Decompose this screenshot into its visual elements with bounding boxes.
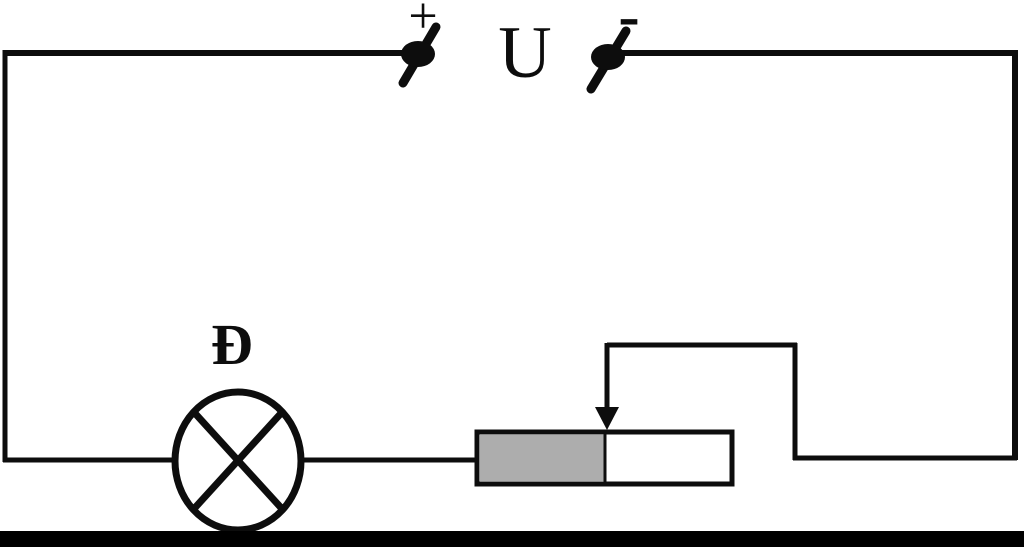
- positive-terminal-label: +: [408, 0, 438, 45]
- lamp-label: Đ: [211, 312, 253, 377]
- rheostat-active-fill: [480, 435, 604, 481]
- lamp-cross-line-2: [189, 407, 287, 514]
- negative-terminal-icon: [586, 26, 631, 94]
- bottom-edge-bar: [0, 531, 1024, 547]
- negative-terminal-label: -: [618, 0, 640, 51]
- voltage-source-label: U: [498, 12, 552, 94]
- negative-terminal-blob: [591, 44, 625, 70]
- lamp-symbol: [171, 388, 305, 534]
- positive-terminal-blob: [401, 41, 435, 67]
- wiper-arrow-head: [595, 407, 619, 430]
- wiper-arrow: [595, 343, 619, 430]
- rheostat-symbol: [474, 429, 735, 487]
- positive-terminal-icon: [398, 22, 441, 88]
